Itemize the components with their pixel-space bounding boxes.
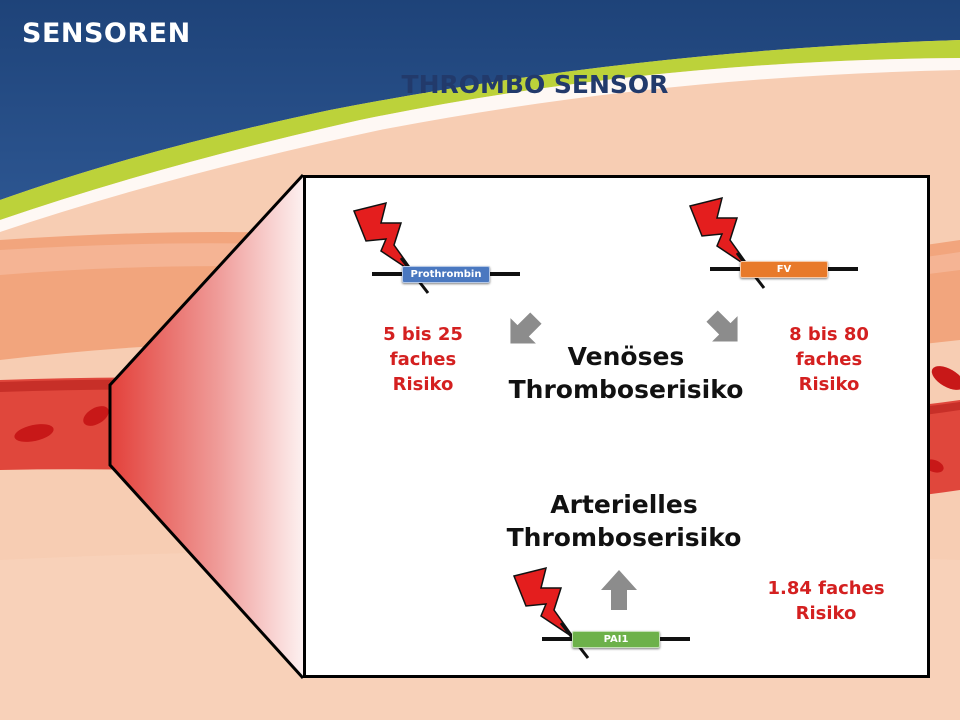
risk-word: Risiko [798,374,860,395]
gene-box-pai1: PAI1 [572,631,660,648]
risk-value: 5 bis 25 [383,324,463,345]
arterial-risk-label: Arterielles Thromboserisiko [484,488,764,554]
gene-prothrombin: Prothrombin [372,266,520,283]
arrow-up-icon [601,570,637,610]
gene-label-prothrombin: Prothrombin [410,269,482,280]
gene-pai1: PAI1 [542,631,690,648]
risk-pai1: 1.84 faches Risiko [746,576,906,626]
risk-prothrombin: 5 bis 25 faches Risiko [358,322,488,397]
sensor-panel: Prothrombin FV PAI1 5 bis 25 faches Risi… [303,175,930,678]
risk-unit: faches [389,349,457,370]
venous-line-1: Venöses [567,342,685,371]
page-title: THROMBO SENSOR [401,70,669,99]
venous-risk-label: Venöses Thromboserisiko [486,340,766,406]
arrow-down-left-icon [706,310,738,342]
gene-box-fv: FV [740,261,828,278]
gene-fv: FV [710,261,858,278]
panel-graphics [352,196,766,659]
gene-box-prothrombin: Prothrombin [402,266,490,283]
gene-label-fv: FV [776,264,792,275]
risk-value: 1.84 faches [767,578,885,599]
risk-unit: faches [795,349,863,370]
gene-label-pai1: PAI1 [603,634,629,645]
risk-word: Risiko [392,374,454,395]
arterial-line-1: Arterielles [550,490,698,519]
arrow-down-right-icon [510,312,542,344]
risk-fv: 8 bis 80 faches Risiko [764,322,894,397]
risk-word: Risiko [795,603,857,624]
section-title: SENSOREN [22,18,191,49]
venous-line-2: Thromboserisiko [508,375,744,404]
risk-value: 8 bis 80 [789,324,869,345]
arterial-line-2: Thromboserisiko [506,523,742,552]
